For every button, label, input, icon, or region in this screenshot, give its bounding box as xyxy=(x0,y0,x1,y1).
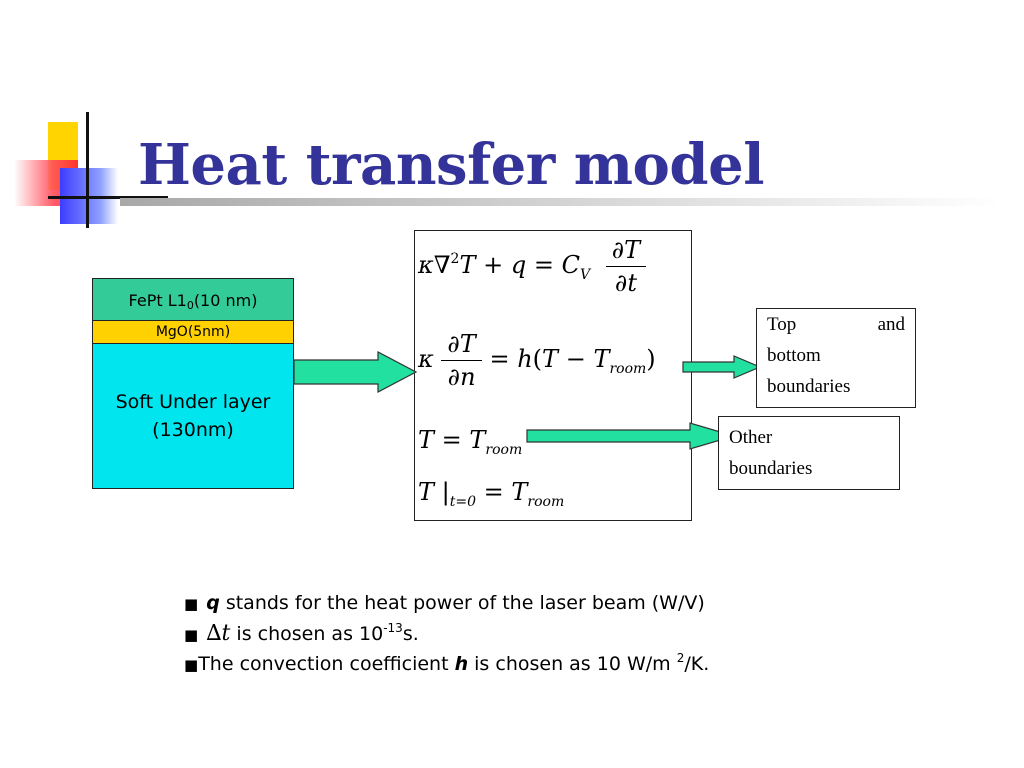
eq2-equals: = xyxy=(489,345,510,373)
bullet-heat-power: ■ q stands for the heat power of the lase… xyxy=(184,592,705,614)
eq2-kappa: κ xyxy=(418,345,434,373)
var-q: q xyxy=(206,592,220,614)
var-delta-t: ∆t xyxy=(206,621,231,646)
eq2-denominator: ∂n xyxy=(447,363,476,391)
bullet-marker: ■ xyxy=(184,626,199,644)
eq2-fraction: ∂T ∂n xyxy=(441,330,482,391)
bullet-marker: ■ xyxy=(184,656,199,674)
eq2-T-room: T xyxy=(593,345,610,373)
bullet3-exponent: 2 xyxy=(676,651,685,665)
eq1-C: C xyxy=(561,251,580,279)
eq1-equals: = xyxy=(533,251,554,279)
bullet-marker: ■ xyxy=(184,595,199,613)
bullet-time-step: ■ ∆t is chosen as 10-13s. xyxy=(184,621,419,646)
nabla: ∇ xyxy=(433,251,451,279)
fept-label: FePt L1 xyxy=(128,291,187,310)
kappa: κ xyxy=(418,251,434,279)
eq4-equals: = xyxy=(483,478,504,506)
slide-title: Heat transfer model xyxy=(138,132,764,198)
eq4-bar: | xyxy=(441,478,450,506)
title-underline-rule xyxy=(120,198,1000,206)
bullet-convection: ■The convection coefficient h is chosen … xyxy=(184,651,709,675)
eq2-h: h xyxy=(517,345,533,373)
top-line-1: Top and xyxy=(767,309,905,340)
eq3-room-sub: room xyxy=(485,442,523,458)
eq2-room-sub: room xyxy=(609,361,647,377)
eq4-time-sub: t=0 xyxy=(449,494,477,510)
and-word: and xyxy=(877,314,905,335)
other-boundaries-box: Other boundaries xyxy=(718,416,900,490)
bullet3-text: The convection coefficient xyxy=(198,653,455,675)
eq4-T-room: T xyxy=(511,478,528,506)
arrow-right-icon xyxy=(682,355,762,379)
equation-convection: κ ∂T ∂n = h(T − Troom) xyxy=(418,330,656,391)
equation-initial: T |t=0 = Troom xyxy=(418,478,564,510)
layer-mgo: MgO(5nm) xyxy=(92,320,294,344)
eq1-plus: + xyxy=(483,251,504,279)
equations-box xyxy=(414,230,692,521)
eq4-T: T xyxy=(418,478,435,506)
eq3-T: T xyxy=(418,426,435,454)
sul-thickness: (130nm) xyxy=(152,419,234,441)
fept-thickness: (10 nm) xyxy=(193,291,258,310)
logo-vertical-line xyxy=(86,112,89,228)
arrow-right-icon xyxy=(526,422,737,450)
top-word: Top xyxy=(767,314,797,335)
layer-fept: FePt L10(10 nm) xyxy=(92,278,294,321)
fept-subscript: 0 xyxy=(186,299,194,312)
top-line-3: boundaries xyxy=(767,376,851,397)
layer-soft-under: Soft Under layer (130nm) xyxy=(92,343,294,489)
bullet3-mid: is chosen as 10 W/m xyxy=(468,653,677,675)
eq1-q: q xyxy=(510,251,527,279)
laplacian-power: 2 xyxy=(450,251,460,267)
other-line-1: Other xyxy=(729,427,773,448)
equation-heat: κ∇2T + q = CV ∂T ∂t xyxy=(418,236,647,297)
eq2-open-paren: ( xyxy=(532,345,543,373)
other-line-2: boundaries xyxy=(729,458,813,479)
bullet2-text: is chosen as 10 xyxy=(230,623,384,645)
eq2-close-paren: ) xyxy=(646,345,656,373)
bullet3-tail: /K. xyxy=(684,653,710,675)
eq3-equals: = xyxy=(441,426,462,454)
arrow-right-icon xyxy=(293,351,418,393)
bullet1-text: stands for the heat power of the laser b… xyxy=(219,592,705,614)
bullet2-tail: s. xyxy=(402,623,419,645)
eq1-fraction: ∂T ∂t xyxy=(605,236,647,297)
logo-horizontal-line xyxy=(48,196,168,199)
eq1-denominator: ∂t xyxy=(614,269,637,297)
eq1-C-sub: V xyxy=(579,267,591,283)
eq1-numerator: ∂T xyxy=(605,236,647,267)
var-h: h xyxy=(454,653,469,675)
equation-boundary: T = Troom xyxy=(418,426,522,458)
sul-label: Soft Under layer xyxy=(115,391,271,413)
eq2-minus: − xyxy=(565,345,586,373)
bullet2-exponent: -13 xyxy=(383,621,403,635)
eq1-T: T xyxy=(459,251,476,279)
eq2-T: T xyxy=(542,345,559,373)
top-bottom-boundaries-box: Top and bottom boundaries xyxy=(756,308,916,408)
eq4-room-sub: room xyxy=(527,494,565,510)
eq3-T-room: T xyxy=(469,426,486,454)
eq2-numerator: ∂T xyxy=(441,330,482,361)
top-line-2: bottom xyxy=(767,345,821,366)
